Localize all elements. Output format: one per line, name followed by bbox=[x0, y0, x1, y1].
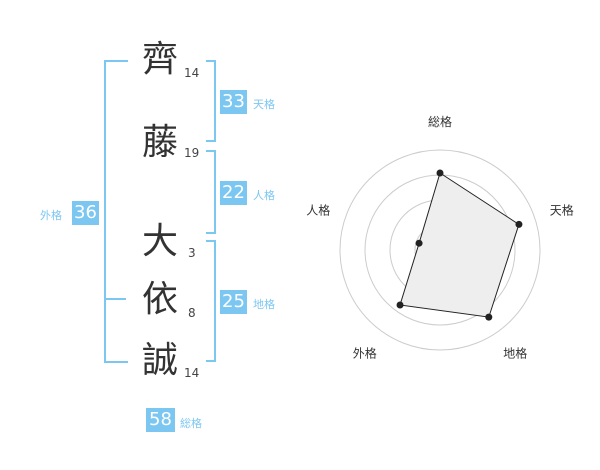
stroke-count-4: 8 bbox=[188, 306, 196, 320]
radar-axis-label-1: 総格 bbox=[428, 114, 452, 129]
sokaku-label: 総格 bbox=[180, 417, 202, 430]
tenkaku-bracket bbox=[206, 60, 216, 142]
radar-point-2 bbox=[515, 220, 523, 228]
stroke-count-3: 3 bbox=[188, 246, 196, 260]
radar-point-1 bbox=[436, 169, 444, 177]
stroke-count-2: 19 bbox=[184, 146, 200, 160]
tenkaku-value: 33 bbox=[220, 90, 247, 114]
radar-point-5 bbox=[415, 239, 423, 247]
radar-point-3 bbox=[485, 313, 493, 321]
radar-axis-label-4: 外格 bbox=[353, 346, 377, 361]
char-1: 齊 bbox=[142, 39, 179, 80]
char-3: 大 bbox=[142, 221, 179, 262]
jinkaku-bracket bbox=[206, 150, 216, 234]
stroke-count-1: 14 bbox=[184, 66, 200, 80]
tenkaku-label: 天格 bbox=[253, 98, 275, 111]
chikaku-label: 地格 bbox=[253, 298, 275, 311]
chikaku-value: 25 bbox=[220, 290, 247, 314]
gaikaku-label: 外格 bbox=[40, 209, 62, 222]
radar-ring-4 bbox=[339, 149, 541, 351]
radar-points bbox=[396, 169, 523, 321]
outer-bracket bbox=[104, 60, 128, 363]
char-2: 藤 bbox=[142, 122, 179, 163]
radar-axis-label-3: 地格 bbox=[503, 346, 527, 361]
sokaku-value: 58 bbox=[146, 408, 175, 432]
gaikaku-value: 36 bbox=[72, 201, 99, 225]
outer-bracket-tick bbox=[104, 298, 126, 300]
radar-point-4 bbox=[396, 301, 404, 309]
radar-polygon bbox=[399, 172, 520, 318]
radar-axis-label-5: 人格 bbox=[306, 202, 330, 217]
jinkaku-label: 人格 bbox=[253, 189, 275, 202]
stroke-count-5: 14 bbox=[184, 366, 200, 380]
radar-axis-label-2: 天格 bbox=[550, 202, 574, 217]
chikaku-bracket bbox=[206, 240, 216, 362]
char-4: 依 bbox=[142, 279, 179, 320]
jinkaku-value: 22 bbox=[220, 181, 247, 205]
char-5: 誠 bbox=[142, 340, 179, 381]
